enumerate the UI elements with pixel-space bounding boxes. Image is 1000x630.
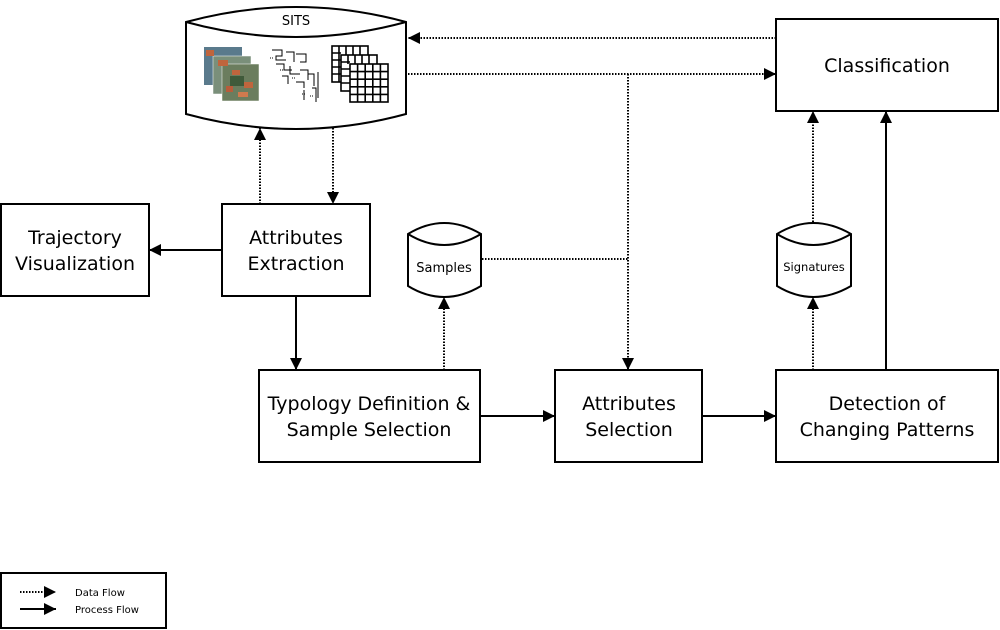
legend: Data Flow Process Flow xyxy=(0,572,167,629)
signatures-label: Signatures xyxy=(783,260,844,274)
trajectory-visualization-label-line1: Trajectory xyxy=(27,227,122,249)
classification-label: Classification xyxy=(824,55,950,77)
attributes-selection-label-line1: Attributes xyxy=(582,393,676,415)
node-classification: Classification xyxy=(775,18,999,112)
detection-label-line1: Detection of xyxy=(829,393,947,415)
trajectory-visualization-label-line2: Visualization xyxy=(15,253,135,275)
legend-process-flow-label: Process Flow xyxy=(75,605,139,616)
node-signatures: Signatures xyxy=(776,222,852,298)
samples-label: Samples xyxy=(416,261,472,276)
node-detection-changing-patterns: Detection of Changing Patterns xyxy=(775,369,999,463)
attributes-extraction-label-line1: Attributes xyxy=(249,227,343,249)
node-typology-definition: Typology Definition & Sample Selection xyxy=(258,369,481,463)
satellite-images-icon xyxy=(204,47,260,102)
typology-definition-label-line1: Typology Definition & xyxy=(267,393,471,415)
sits-label: SITS xyxy=(282,14,310,29)
node-samples: Samples xyxy=(407,222,482,298)
attributes-selection-label-line2: Selection xyxy=(585,419,673,441)
grid-cube-icon xyxy=(331,45,389,103)
typology-definition-label-line2: Sample Selection xyxy=(287,419,452,441)
node-attributes-selection: Attributes Selection xyxy=(554,369,703,463)
edges xyxy=(149,32,892,422)
detection-label-line2: Changing Patterns xyxy=(800,419,975,441)
attributes-extraction-label-line2: Extraction xyxy=(248,253,345,275)
samples-cylinder xyxy=(407,222,482,298)
legend-data-flow-label: Data Flow xyxy=(75,588,125,599)
node-sits: SITS xyxy=(185,6,407,130)
node-trajectory-visualization: Trajectory Visualization xyxy=(0,203,150,297)
node-attributes-extraction: Attributes Extraction xyxy=(221,203,371,297)
segmentation-map-icon xyxy=(270,49,319,102)
